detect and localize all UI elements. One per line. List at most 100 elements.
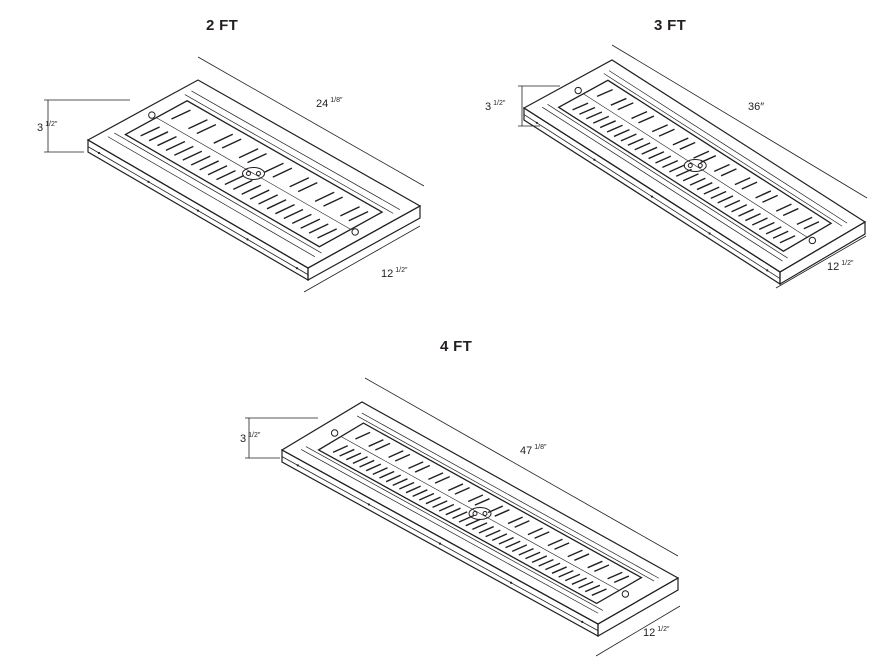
vent-slot [579, 106, 596, 115]
knockout-hole [697, 163, 703, 168]
vent-slot [638, 115, 655, 124]
mounting-hole [97, 151, 101, 155]
mounting-hole [196, 209, 200, 212]
reflector-rail [114, 132, 322, 254]
vent-slot [291, 213, 312, 225]
vent-slot [547, 538, 563, 547]
vent-slot [408, 461, 424, 470]
vent-slot [567, 549, 583, 558]
vent-slot [157, 136, 177, 147]
housing-end-face [779, 220, 866, 286]
vent-slot [545, 562, 561, 571]
fixture-2ft-drawing [44, 56, 425, 293]
vent-slot [266, 199, 287, 210]
vent-slot [412, 489, 428, 497]
vent-slot [283, 208, 304, 220]
width-dimension-line [775, 235, 867, 289]
vent-slot [399, 481, 415, 490]
vent-slot [345, 452, 362, 461]
vent-slot [348, 210, 369, 222]
vent-slot [221, 138, 242, 149]
vent-slot [738, 208, 754, 217]
vent-slot [782, 207, 799, 217]
vent-slot [213, 133, 234, 144]
vent-slot [352, 456, 368, 464]
end-bracket-hole [621, 590, 630, 598]
vent-slot [586, 111, 603, 120]
reflector-rail [305, 446, 604, 611]
fixture-4ft-drawing [245, 377, 681, 657]
vent-slot [617, 102, 634, 111]
vent-slot [272, 167, 293, 178]
vent-slot [713, 163, 730, 173]
fixture-4ft-title: 4 FT [440, 338, 473, 355]
knockout-plate [683, 159, 707, 172]
width-dimension-line [595, 605, 681, 657]
vent-slot [140, 126, 160, 137]
vent-slot [182, 150, 203, 161]
end-bracket-hole [574, 86, 582, 95]
vent-slot [762, 194, 778, 203]
vent-slot [572, 102, 589, 111]
vent-slot [796, 216, 813, 225]
mounting-hole [593, 158, 596, 161]
driver-box-seam [583, 93, 808, 238]
mounting-hole [535, 121, 538, 124]
vent-slot [514, 520, 530, 528]
vent-slot [171, 109, 191, 120]
fixture-3ft-length-label: 36″ [748, 101, 765, 113]
vent-slot [478, 525, 494, 534]
vent-slot [669, 164, 685, 173]
vent-slot [494, 509, 510, 517]
housing-end-face [597, 576, 679, 638]
mounting-hole [438, 542, 442, 545]
vent-slot [662, 159, 679, 169]
vent-slot [300, 218, 321, 229]
vent-slot [308, 223, 329, 234]
mounting-hole [708, 232, 711, 235]
driver-box-seam [156, 117, 351, 230]
mounting-hole [510, 581, 513, 584]
vent-slot [538, 558, 554, 567]
reflector-rail [356, 415, 655, 582]
vent-slot [703, 186, 720, 195]
vent-slot [779, 235, 796, 244]
vent-slot [648, 151, 665, 160]
vent-slot [525, 551, 541, 560]
vent-slot [587, 560, 603, 569]
knockout-hole [256, 171, 261, 176]
knockout-plate [468, 507, 492, 520]
vent-slot [414, 464, 431, 473]
driver-box [557, 79, 833, 252]
vent-slot [174, 145, 194, 156]
vent-slot [224, 174, 245, 186]
vent-slot [689, 177, 706, 186]
vent-slot [355, 431, 371, 440]
vent-slot [682, 173, 699, 182]
vent-slot [332, 445, 348, 453]
vent-slot [405, 485, 421, 494]
knockout-hole [482, 511, 488, 516]
width-dimension-line [303, 225, 421, 293]
vent-slot [465, 518, 481, 527]
length-dimension-line [197, 56, 425, 187]
vent-slot [372, 467, 388, 475]
vent-slot [379, 470, 395, 479]
vent-slot [314, 191, 335, 202]
vent-slot [438, 503, 455, 512]
mounting-hole [147, 180, 150, 183]
vent-slot [375, 442, 391, 451]
vent-slot [591, 588, 607, 596]
vent-slot [241, 184, 262, 195]
vent-slot [592, 115, 610, 124]
vent-slot [693, 150, 710, 159]
vent-slot [679, 141, 696, 150]
vent-slot [434, 475, 451, 484]
vent-slot [428, 472, 444, 481]
knockout-plate [242, 167, 265, 180]
vent-slot [655, 155, 672, 164]
